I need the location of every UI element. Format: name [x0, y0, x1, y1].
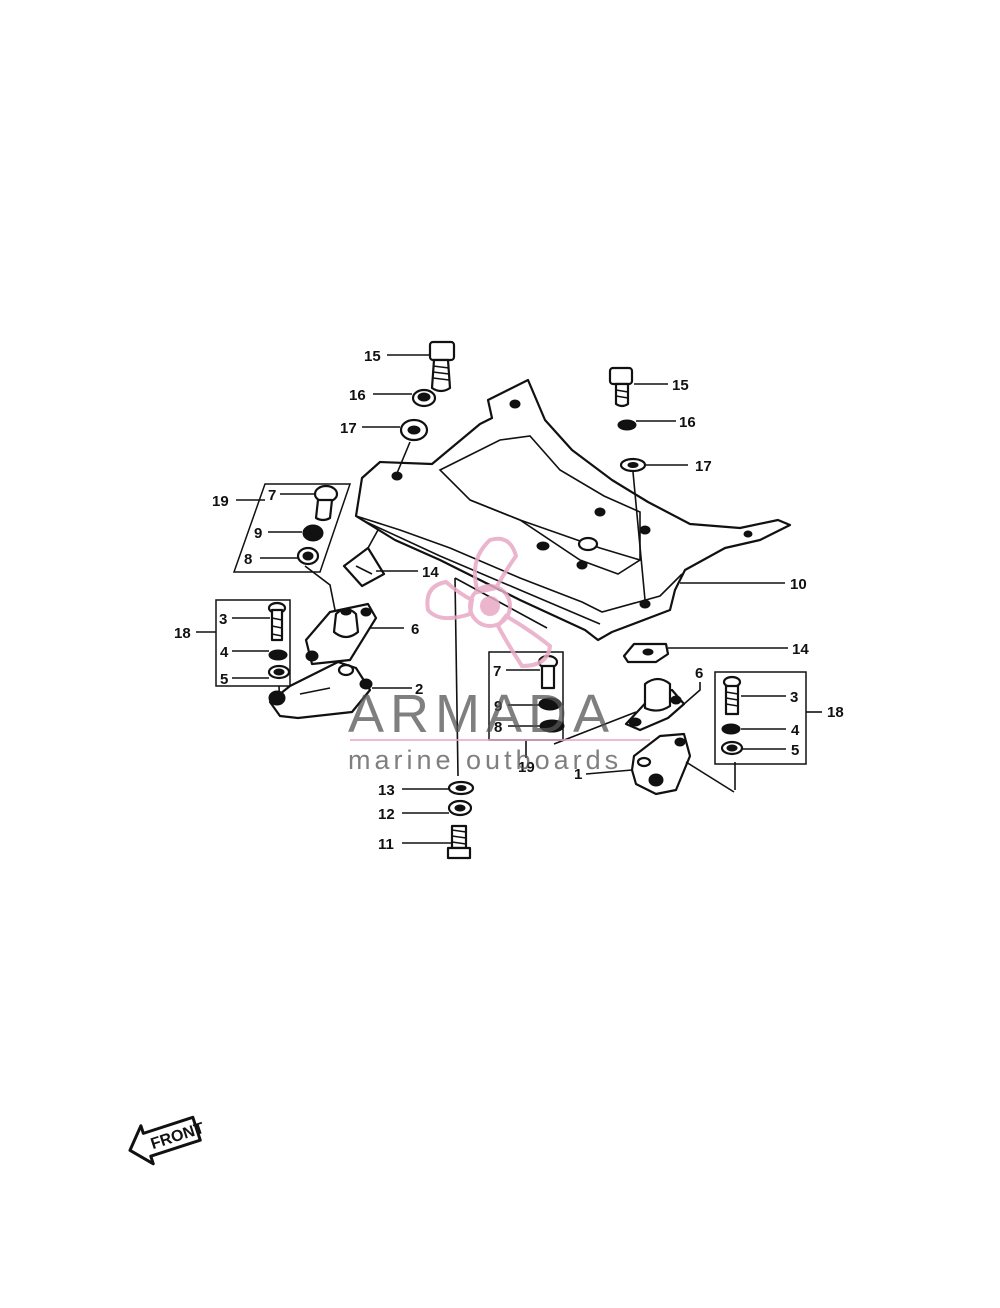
callout-4: 4 — [791, 722, 800, 739]
callout-5: 5 — [791, 742, 799, 759]
watermark-tagline: marine outboards — [348, 745, 622, 775]
callout-2: 2 — [415, 681, 423, 698]
washer-17-right — [619, 457, 647, 473]
callout-12: 12 — [378, 806, 395, 823]
nut-16-left — [411, 388, 437, 408]
lockwasher-12 — [447, 799, 473, 817]
group-18-right-frame — [714, 671, 807, 765]
watermark-brand: ARMADA — [348, 684, 615, 744]
nut-16-right — [617, 419, 637, 431]
callout-14: 14 — [422, 564, 439, 581]
bolt-11 — [446, 824, 472, 860]
callout-14: 14 — [792, 641, 809, 658]
callout-10: 10 — [790, 576, 807, 593]
clip-14-right — [622, 642, 670, 664]
mount-bracket-2 — [268, 660, 373, 720]
bolt-15-right — [608, 366, 634, 408]
callout-19: 19 — [212, 493, 229, 510]
callout-18: 18 — [174, 625, 191, 642]
callout-9: 9 — [494, 698, 502, 715]
lockwasher-4-right — [721, 723, 741, 735]
callout-1: 1 — [574, 766, 582, 783]
callout-11: 11 — [378, 836, 394, 853]
callout-numbers: 15 16 17 15 16 17 19 7 9 8 14 10 18 3 4 … — [174, 348, 844, 853]
callout-7: 7 — [493, 663, 501, 680]
bolt-7-left — [313, 484, 339, 522]
callout-6: 6 — [695, 665, 703, 682]
bolt-3-right — [722, 675, 742, 716]
group-19-left-frame — [232, 483, 352, 573]
nut-9-left — [302, 524, 324, 542]
washer-17-left — [399, 418, 429, 442]
nut-9-center — [538, 697, 562, 711]
callout-18: 18 — [827, 704, 844, 721]
callout-5: 5 — [220, 671, 228, 688]
callout-6: 6 — [411, 621, 419, 638]
lockwasher-4-left — [268, 649, 288, 661]
group-18-left-frame — [215, 599, 291, 687]
washer-5-left — [267, 664, 291, 680]
callout-15: 15 — [672, 377, 689, 394]
callout-15: 15 — [364, 348, 381, 365]
bolt-15-left — [428, 340, 456, 393]
callout-7: 7 — [268, 487, 276, 504]
washer-13 — [447, 780, 475, 796]
callout-8: 8 — [494, 719, 502, 736]
callout-3: 3 — [790, 689, 798, 706]
rubber-mount-6-right — [624, 677, 686, 732]
mount-bracket-1 — [630, 732, 692, 796]
washer-5-right — [720, 740, 744, 756]
front-arrow-icon: FRONT — [128, 1115, 207, 1166]
callout-4: 4 — [220, 644, 229, 661]
engine-bed-bracket — [354, 378, 792, 642]
callout-9: 9 — [254, 525, 262, 542]
callout-13: 13 — [378, 782, 395, 799]
rubber-mount-6-left — [304, 602, 378, 666]
callout-16: 16 — [679, 414, 696, 431]
washer-8-left — [296, 546, 320, 566]
clip-14-left — [342, 546, 386, 588]
callout-3: 3 — [219, 611, 227, 628]
bolt-3-left — [267, 601, 287, 642]
callout-16: 16 — [349, 387, 366, 404]
propeller-logo-icon — [425, 536, 553, 669]
leader-lines — [196, 354, 822, 844]
callout-17: 17 — [695, 458, 712, 475]
callout-17: 17 — [340, 420, 357, 437]
watermark: ARMADA marine outboards — [348, 536, 650, 775]
callout-8: 8 — [244, 551, 252, 568]
callout-19: 19 — [518, 759, 535, 776]
